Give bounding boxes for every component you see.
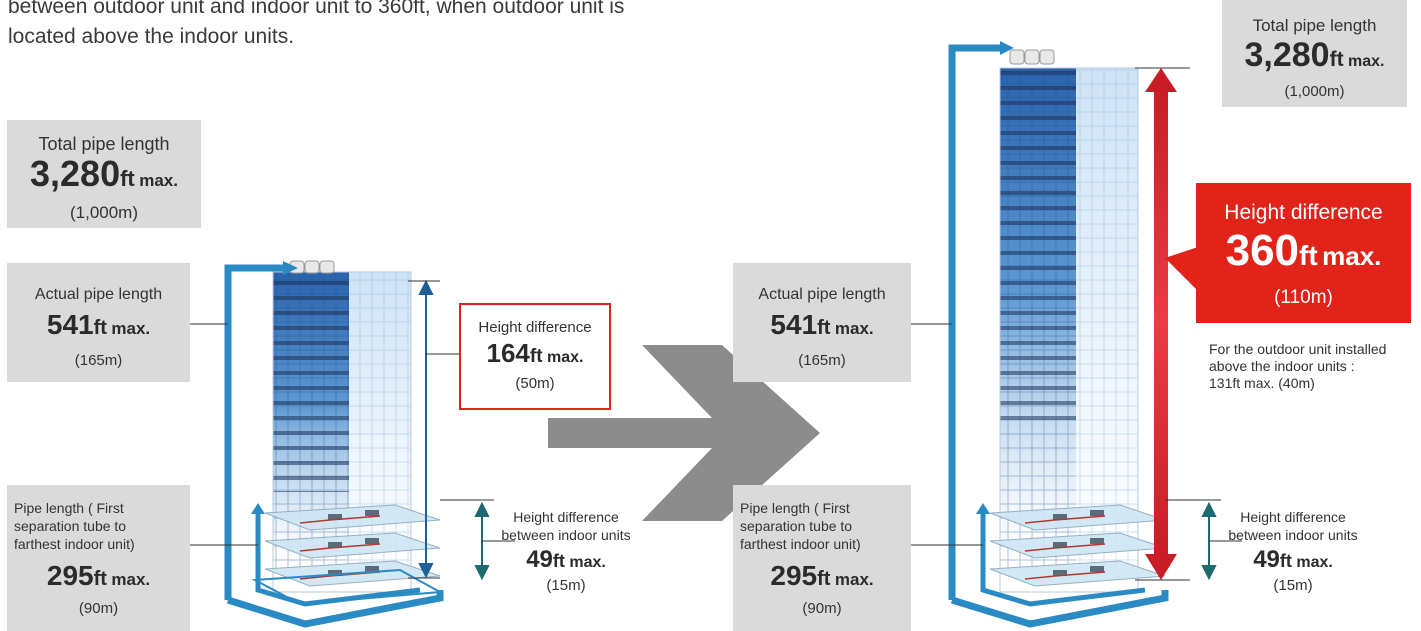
left-actual-label: Actual pipe length xyxy=(34,286,163,303)
right-indoor-label-1: Height difference xyxy=(1240,509,1346,525)
left-indoor-height: Height difference between indoor units 4… xyxy=(486,508,646,593)
right-indoor-metric: (15m) xyxy=(1273,577,1313,594)
right-separation-metric: (90m) xyxy=(802,600,842,617)
left-separation-value: 295ft max. xyxy=(46,560,151,591)
left-height-metric: (50m) xyxy=(515,375,555,392)
right-separation-label: Pipe length ( First separation tube to f… xyxy=(740,500,861,552)
intro-line-2: located above the indoor units. xyxy=(8,25,295,48)
left-actual-metric: (165m) xyxy=(74,352,123,369)
right-height-label: Height difference xyxy=(1224,201,1383,224)
left-pipe-arrowhead xyxy=(283,261,298,275)
left-height-line xyxy=(418,279,434,579)
left-actual-pipe-box: Actual pipe length 541ft max. (165m) xyxy=(7,263,190,382)
right-actual-label: Actual pipe length xyxy=(758,286,886,303)
right-separation-box: Pipe length ( First separation tube to f… xyxy=(733,485,911,631)
left-separation-box: Pipe length ( First separation tube to f… xyxy=(7,485,190,631)
right-actual-pipe-box: Actual pipe length 541ft max. (165m) xyxy=(733,263,911,382)
right-outdoor-note: For the outdoor unit installed above the… xyxy=(1209,341,1409,392)
right-actual-metric: (165m) xyxy=(798,352,846,369)
right-actual-value: 541ft max. xyxy=(770,309,874,340)
right-total-pipe-box: Total pipe length 3,280ft max. (1,000m) xyxy=(1222,0,1407,107)
intro-text: between outdoor unit and indoor unit to … xyxy=(8,0,624,52)
left-height-box: Height difference 164ft max. (50m) xyxy=(459,303,611,410)
left-height-value: 164ft max. xyxy=(486,338,584,368)
left-indoor-label-2: between indoor units xyxy=(501,527,631,543)
right-indoor-height: Height difference between indoor units 4… xyxy=(1213,508,1373,593)
left-indoor-value: 49ft max. xyxy=(526,546,606,573)
right-height-box: Height difference 360ft max. (110m) xyxy=(1196,183,1411,323)
right-note-line-3: 131ft max. (40m) xyxy=(1209,375,1315,391)
left-total-pipe-box: Total pipe length 3,280ft max. (1,000m) xyxy=(7,120,201,228)
left-total-metric: (1,000m) xyxy=(69,203,139,222)
right-pipes xyxy=(948,44,1169,628)
right-indoor-value: 49ft max. xyxy=(1253,546,1333,573)
left-indoor-metric: (15m) xyxy=(546,577,586,594)
right-height-value: 360ft max. xyxy=(1225,226,1382,275)
right-height-metric: (110m) xyxy=(1274,287,1333,308)
transition-arrow xyxy=(548,345,820,521)
left-pipes xyxy=(224,264,444,628)
right-total-label: Total pipe length xyxy=(1252,16,1377,35)
right-building xyxy=(989,49,1166,593)
left-building xyxy=(251,260,444,606)
right-red-arrow xyxy=(1145,68,1177,580)
left-total-label: Total pipe length xyxy=(38,134,170,154)
left-separation-label: Pipe length ( First separation tube to f… xyxy=(14,500,135,552)
right-total-value: 3,280ft max. xyxy=(1244,36,1385,74)
right-separation-value: 295ft max. xyxy=(770,560,874,591)
left-height-label: Height difference xyxy=(478,319,592,336)
left-separation-metric: (90m) xyxy=(78,600,119,617)
right-note-line-2: above the indoor units : xyxy=(1209,358,1355,374)
left-inner-pipe xyxy=(255,512,421,607)
right-indoor-label-2: between indoor units xyxy=(1228,527,1358,543)
left-total-value: 3,280ft max. xyxy=(30,153,178,194)
intro-line-1: between outdoor unit and indoor unit to … xyxy=(8,0,625,18)
left-actual-value: 541ft max. xyxy=(46,309,151,340)
right-total-metric: (1,000m) xyxy=(1284,83,1345,100)
right-note-line-1: For the outdoor unit installed xyxy=(1209,341,1387,357)
left-indoor-label-1: Height difference xyxy=(513,509,619,525)
